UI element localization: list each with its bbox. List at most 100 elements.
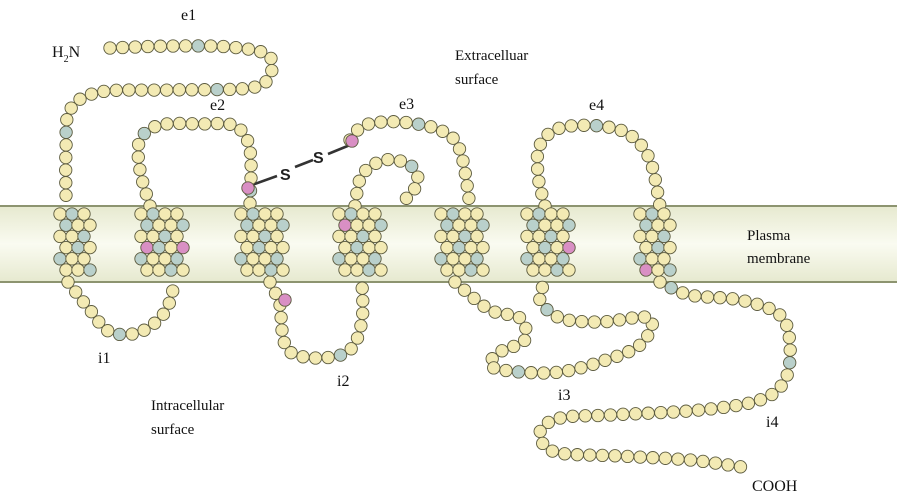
- loop-label-i3: i3: [558, 387, 570, 404]
- amino-acid-residue: [199, 118, 211, 130]
- helix-residue: [477, 219, 489, 231]
- helix-residue: [545, 253, 557, 265]
- amino-acid-residue: [667, 406, 679, 418]
- amino-acid-residue: [322, 351, 334, 363]
- helix-residue: [369, 230, 381, 242]
- amino-acid-residue: [554, 412, 566, 424]
- helix-residue: [375, 241, 387, 253]
- amino-acid-residue: [626, 312, 638, 324]
- amino-acid-residue: [538, 367, 550, 379]
- amino-acid-residue: [275, 311, 287, 323]
- extracellular-label-line2: surface: [455, 72, 499, 88]
- helix-residue: [447, 208, 459, 220]
- helix-residue: [447, 230, 459, 242]
- amino-acid-residue: [603, 121, 615, 133]
- amino-acid-residue: [459, 167, 471, 179]
- helix-residue: [241, 264, 253, 276]
- amino-acid-residue: [351, 187, 363, 199]
- extracellular-label-line1: Extracelluar: [455, 48, 528, 64]
- membrane-label-line2: membrane: [747, 251, 811, 267]
- helix-residue: [78, 208, 90, 220]
- amino-acid-residue: [513, 311, 525, 323]
- amino-acid-residue: [285, 347, 297, 359]
- amino-acid-residue: [309, 352, 321, 364]
- intracellular-label-line2: surface: [151, 422, 195, 438]
- helix-residue: [159, 208, 171, 220]
- amino-acid-residue: [642, 330, 654, 342]
- helix-residue: [658, 230, 670, 242]
- amino-acid-residue: [266, 64, 278, 76]
- amino-acid-residue: [578, 119, 590, 131]
- amino-acid-residue: [85, 88, 97, 100]
- helix-residue: [345, 208, 357, 220]
- amino-acid-residue: [370, 157, 382, 169]
- amino-acid-residue: [592, 409, 604, 421]
- amino-acid-residue: [609, 450, 621, 462]
- helix-residue: [640, 264, 652, 276]
- amino-acid-residue: [163, 297, 175, 309]
- helix-residue: [527, 264, 539, 276]
- helix-residue: [357, 208, 369, 220]
- helix-residue: [165, 241, 177, 253]
- amino-acid-residue: [478, 300, 490, 312]
- amino-acid-residue: [132, 151, 144, 163]
- amino-acid-residue: [161, 118, 173, 130]
- cysteine-residue: [279, 294, 291, 306]
- amino-acid-residue: [783, 331, 795, 343]
- amino-acid-residue: [436, 125, 448, 137]
- amino-acid-residue: [129, 41, 141, 53]
- disulfide-sulfur-2: S: [313, 150, 324, 167]
- amino-acid-residue: [604, 409, 616, 421]
- amino-acid-residue: [142, 40, 154, 52]
- helix-residue: [351, 219, 363, 231]
- helix-residue: [551, 264, 563, 276]
- amino-acid-residue: [60, 177, 72, 189]
- amino-acid-residue: [102, 325, 114, 337]
- helix-residue: [259, 230, 271, 242]
- amino-acid-residue: [599, 354, 611, 366]
- amino-acid-residue: [205, 40, 217, 52]
- amino-acid-residue: [654, 276, 666, 288]
- loop-label-e1: e1: [181, 7, 196, 24]
- helix-residue: [658, 253, 670, 265]
- helix-residue: [539, 264, 551, 276]
- amino-acid-residue: [697, 455, 709, 467]
- amino-acid-residue: [734, 461, 746, 473]
- amino-acid-residue: [394, 155, 406, 167]
- amino-acid-residue: [763, 302, 775, 314]
- amino-acid-residue: [425, 121, 437, 133]
- helix-residue: [357, 230, 369, 242]
- disulfide-bridge: [249, 145, 350, 186]
- amino-acid-residue: [709, 457, 721, 469]
- helix-residue: [539, 241, 551, 253]
- helix-residue: [521, 208, 533, 220]
- helix-residue: [171, 253, 183, 265]
- amino-acid-residue: [236, 83, 248, 95]
- amino-acid-residue: [382, 153, 394, 165]
- helix-residue: [640, 241, 652, 253]
- helix-residue: [471, 230, 483, 242]
- helix-residue: [277, 219, 289, 231]
- helix-residue: [165, 219, 177, 231]
- membrane-label-line1: Plasma: [747, 228, 791, 244]
- amino-acid-residue: [134, 163, 146, 175]
- helix-residue: [54, 208, 66, 220]
- amino-acid-residue: [353, 175, 365, 187]
- amino-acid-residue: [672, 453, 684, 465]
- amino-acid-residue: [276, 324, 288, 336]
- helix-residue: [557, 253, 569, 265]
- amino-acid-residue: [65, 102, 77, 114]
- helix-residue: [333, 253, 345, 265]
- loop-label-i2: i2: [337, 373, 349, 390]
- helix-residue: [459, 208, 471, 220]
- helix-residue: [545, 230, 557, 242]
- helix-residue: [465, 264, 477, 276]
- amino-acid-residue: [186, 118, 198, 130]
- amino-acid-residue: [297, 351, 309, 363]
- helix-residue: [147, 253, 159, 265]
- helix-residue: [265, 219, 277, 231]
- amino-acid-residue: [508, 340, 520, 352]
- amino-acid-residue: [501, 308, 513, 320]
- helix-residue: [54, 230, 66, 242]
- amino-acid-residue: [542, 128, 554, 140]
